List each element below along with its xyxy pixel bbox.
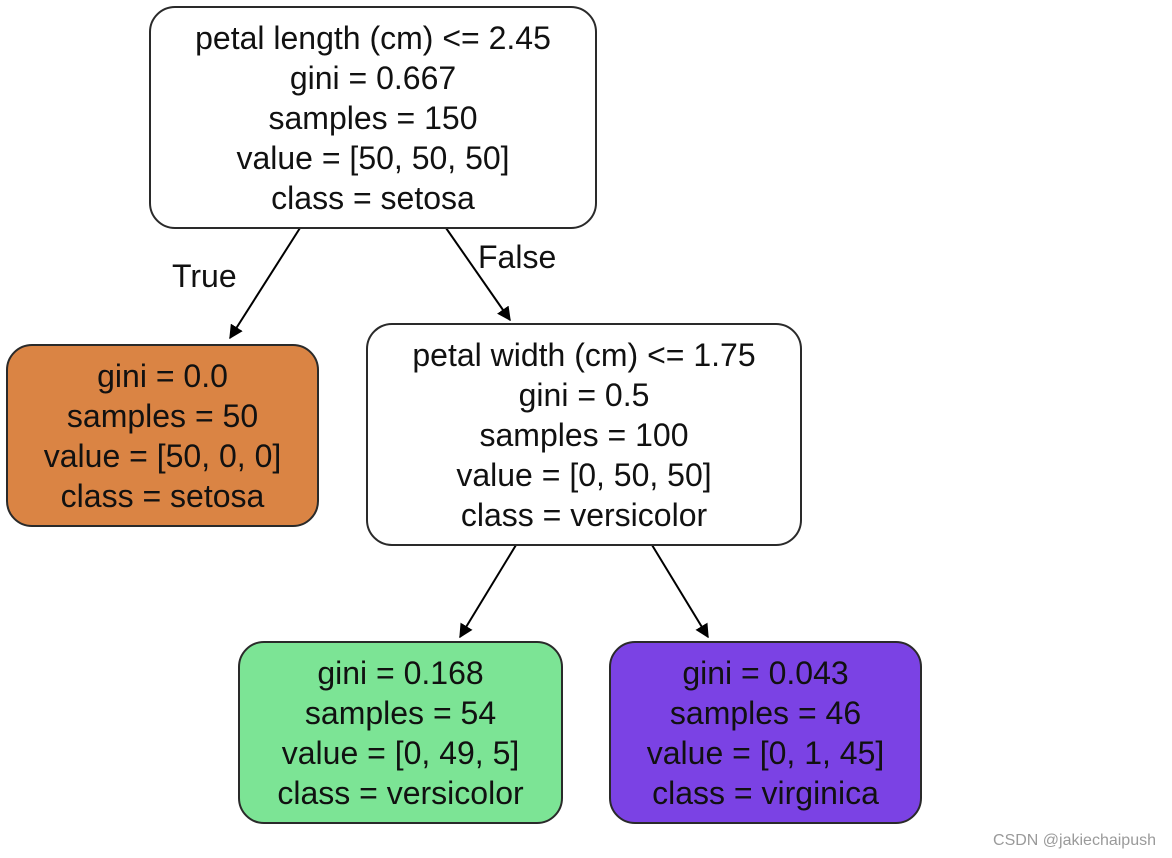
root-node: petal length (cm) <= 2.45 gini = 0.667 s… [149, 6, 597, 229]
node-line: samples = 100 [479, 416, 689, 453]
node-line: gini = 0.168 [317, 654, 484, 691]
node-line: class = setosa [60, 477, 265, 514]
node-line: class = versicolor [277, 774, 524, 811]
edge-split-to-versicolor [459, 544, 517, 639]
split-node: petal width (cm) <= 1.75 gini = 0.5 samp… [366, 323, 802, 546]
edge-label-false: False [478, 239, 557, 275]
edge-label-true: True [172, 258, 237, 294]
virginica-leaf-node: gini = 0.043 samples = 46 value = [0, 1,… [609, 641, 922, 824]
edge-root-to-setosa [229, 227, 301, 340]
edge-root-to-split [445, 227, 511, 322]
node-line: gini = 0.043 [682, 654, 849, 691]
node-line: samples = 54 [304, 694, 497, 731]
node-line: value = [0, 49, 5] [281, 734, 520, 771]
node-line: samples = 150 [268, 99, 478, 136]
node-line: value = [0, 1, 45] [646, 734, 885, 771]
node-line: value = [50, 50, 50] [236, 139, 510, 176]
watermark: CSDN @jakiechaipush [993, 832, 1156, 849]
edge-split-to-virginica [651, 544, 709, 639]
node-line: value = [0, 50, 50] [456, 456, 712, 493]
node-line: petal length (cm) <= 2.45 [195, 19, 551, 56]
node-line: gini = 0.5 [518, 376, 650, 413]
node-line: samples = 50 [66, 397, 259, 434]
node-line: class = versicolor [460, 496, 708, 533]
node-line: class = virginica [652, 774, 879, 811]
setosa-leaf-node: gini = 0.0 samples = 50 value = [50, 0, … [6, 344, 319, 527]
node-line: class = setosa [271, 179, 475, 216]
node-line: petal width (cm) <= 1.75 [412, 336, 756, 373]
versicolor-leaf-node: gini = 0.168 samples = 54 value = [0, 49… [238, 641, 563, 824]
node-line: gini = 0.0 [97, 357, 228, 394]
node-line: value = [50, 0, 0] [43, 437, 282, 474]
node-line: samples = 46 [669, 694, 862, 731]
node-line: gini = 0.667 [289, 59, 457, 96]
